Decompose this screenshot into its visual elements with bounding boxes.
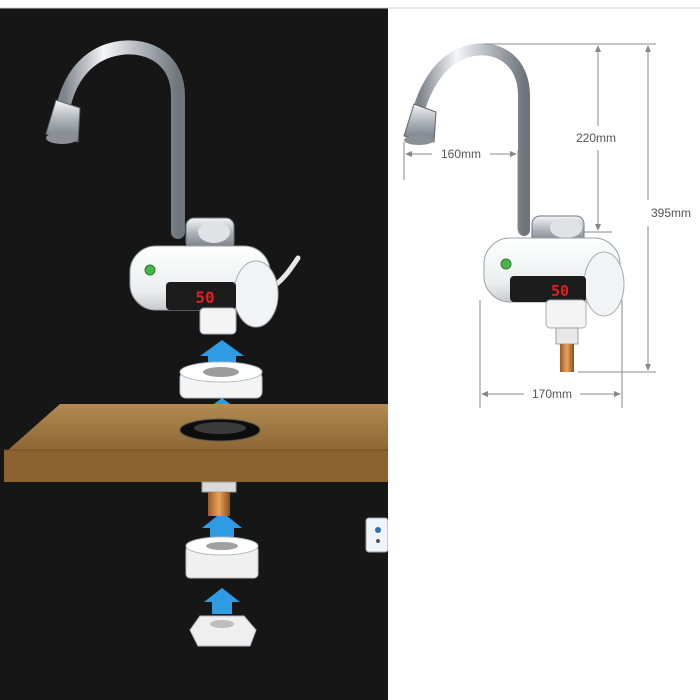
temperature-display: 50 [195,288,214,307]
faucet-spout-diagram [403,43,530,236]
heater-body-diagram: 50 [483,237,625,372]
faucet-handle [185,217,235,251]
indicator-light [144,264,156,276]
spacer-ring [179,361,263,399]
arrow-icon [204,588,240,614]
dimension-spout-height: 220mm [576,131,616,145]
dimension-body-width: 170mm [532,387,572,401]
wall-socket [365,517,389,553]
dimension-arrowheads [405,45,651,397]
faucet-spout [45,40,185,239]
dimension-total-height: 395mm [651,206,691,220]
mounting-nut [185,536,259,579]
installation-panel: 50 [0,8,389,700]
bottom-washer [189,615,257,647]
dimensions-panel: 50 [388,8,700,700]
heater-body: 50 [129,245,279,335]
arrow-icon [202,512,242,540]
indicator-light-diagram [500,258,512,270]
dimension-spout-reach: 160mm [441,147,481,161]
temperature-display-diagram: 50 [551,282,569,300]
inlet-pipe [201,481,237,516]
countertop [4,404,388,482]
dimension-lines [403,43,656,408]
